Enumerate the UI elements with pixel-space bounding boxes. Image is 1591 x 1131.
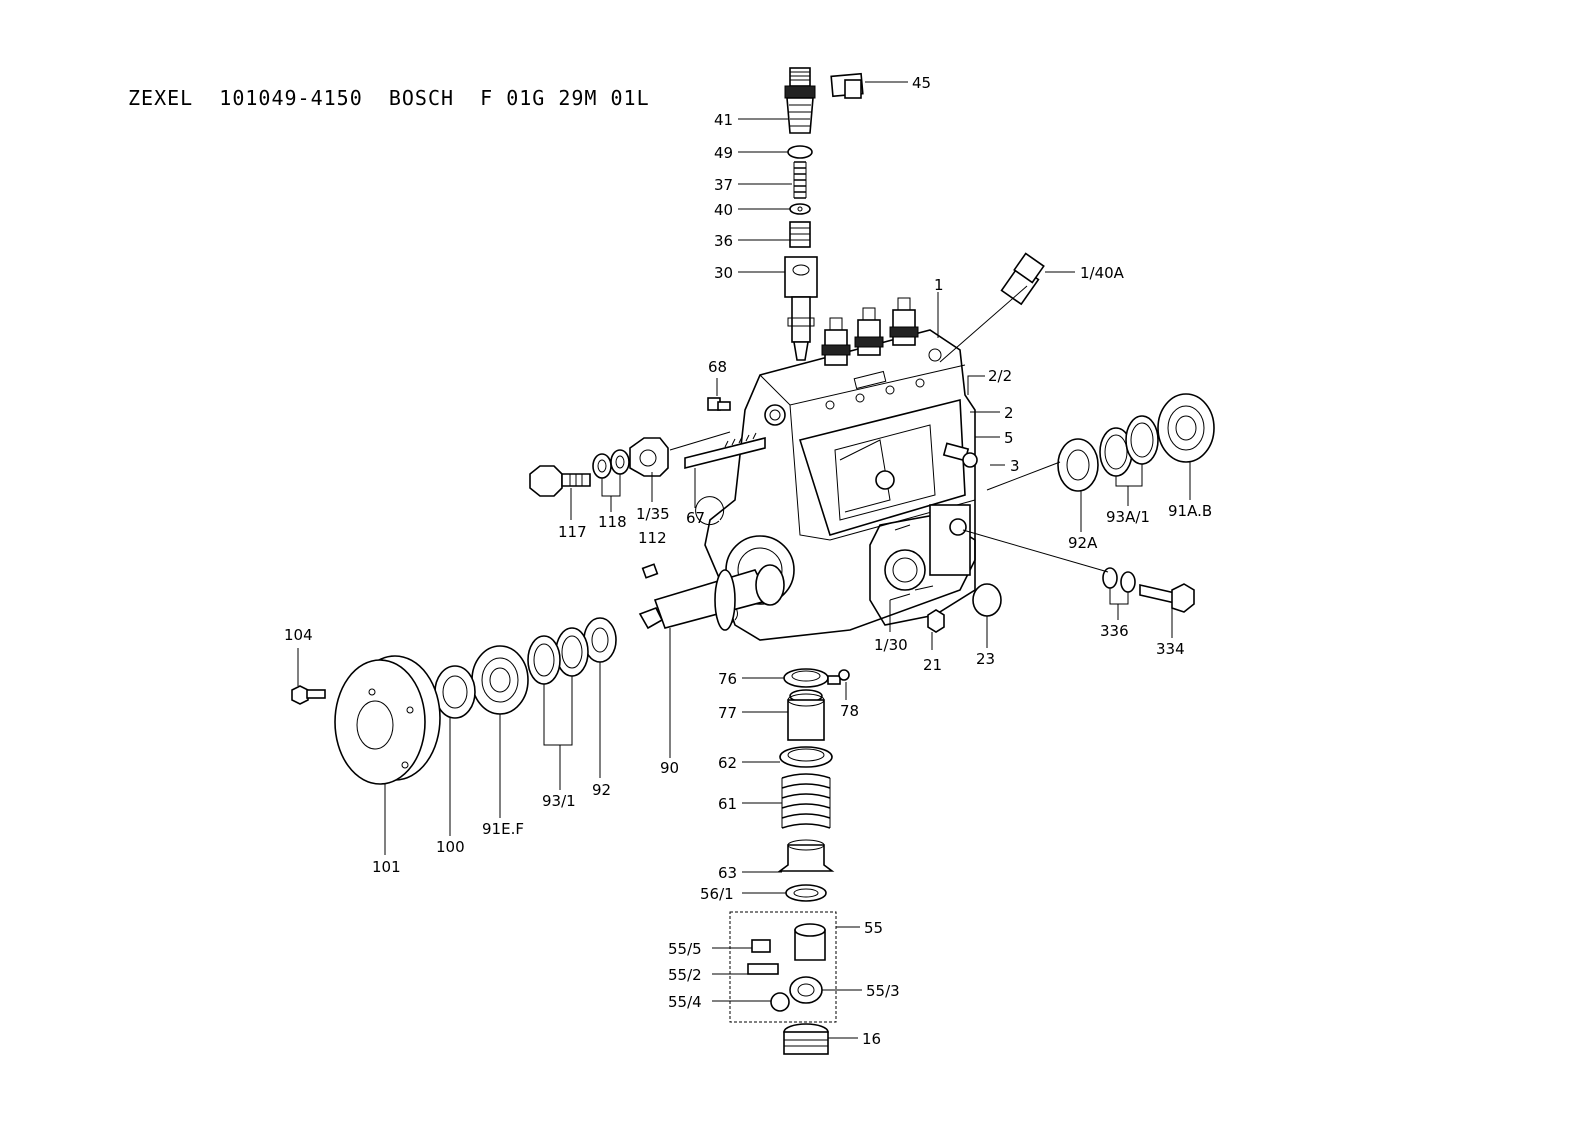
callout-36: 36 xyxy=(714,232,733,250)
callout-55-5: 55/5 xyxy=(668,940,702,958)
diagram-title: ZEXEL 101049-4150 BOSCH F 01G 29M 01L xyxy=(128,86,650,110)
callout-1-30: 1/30 xyxy=(874,636,908,654)
callout-55-4: 55/4 xyxy=(668,993,702,1011)
callout-68: 68 xyxy=(708,358,727,376)
callout-40: 40 xyxy=(714,201,733,219)
callout-55-3: 55/3 xyxy=(866,982,900,1000)
callout-76: 76 xyxy=(718,670,737,688)
callout-23: 23 xyxy=(976,650,995,668)
callout-5: 5 xyxy=(1004,429,1014,447)
callout-334: 334 xyxy=(1156,640,1185,658)
callout-2: 2 xyxy=(1004,404,1014,422)
callout-90: 90 xyxy=(660,759,679,777)
callout-77: 77 xyxy=(718,704,737,722)
callout-55: 55 xyxy=(864,919,883,937)
delivery-valve-holders xyxy=(821,297,919,366)
callout-37: 37 xyxy=(714,176,733,194)
right-bearing-group xyxy=(927,393,1215,633)
callout-55-2: 55/2 xyxy=(668,966,702,984)
callout-1-35: 1/35 xyxy=(636,505,670,523)
callout-91A-B: 91A.B xyxy=(1168,502,1212,520)
callout-117: 117 xyxy=(558,523,587,541)
callout-92: 92 xyxy=(592,781,611,799)
callout-92A: 92A xyxy=(1068,534,1098,552)
leader-lines xyxy=(297,81,1191,1039)
callout-93A-1: 93A/1 xyxy=(1106,508,1150,526)
callout-16: 16 xyxy=(862,1030,881,1048)
callout-30: 30 xyxy=(714,264,733,282)
callout-100: 100 xyxy=(436,838,465,856)
callout-49: 49 xyxy=(714,144,733,162)
drive-shaft-group xyxy=(291,564,785,785)
callout-21: 21 xyxy=(923,656,942,674)
callout-61: 61 xyxy=(718,795,737,813)
callout-56-1: 56/1 xyxy=(700,885,734,903)
callout-41: 41 xyxy=(714,111,733,129)
callout-101: 101 xyxy=(372,858,401,876)
callout-1: 1 xyxy=(934,276,944,294)
left-banjo-bolt-group xyxy=(529,432,766,579)
callout-62: 62 xyxy=(718,754,737,772)
callout-2-2: 2/2 xyxy=(988,367,1012,385)
callout-63: 63 xyxy=(718,864,737,882)
callout-336: 336 xyxy=(1100,622,1129,640)
callout-118: 118 xyxy=(598,513,627,531)
pump-housing xyxy=(695,297,978,641)
callout-104: 104 xyxy=(284,626,313,644)
bottom-parts-stack xyxy=(729,668,850,1055)
callout-labels: 45 41 49 37 40 36 30 1/40A 1 68 2/2 2 5 … xyxy=(284,74,1212,1048)
callout-91E-F: 91E.F xyxy=(482,820,524,838)
callout-45: 45 xyxy=(912,74,931,92)
callout-112: 112 xyxy=(638,529,667,547)
callout-78: 78 xyxy=(840,702,859,720)
top-parts-stack xyxy=(707,67,1045,411)
callout-1-40A: 1/40A xyxy=(1080,264,1125,282)
callout-93-1: 93/1 xyxy=(542,792,576,810)
callout-3: 3 xyxy=(1010,457,1020,475)
callout-67: 67 xyxy=(686,509,705,527)
